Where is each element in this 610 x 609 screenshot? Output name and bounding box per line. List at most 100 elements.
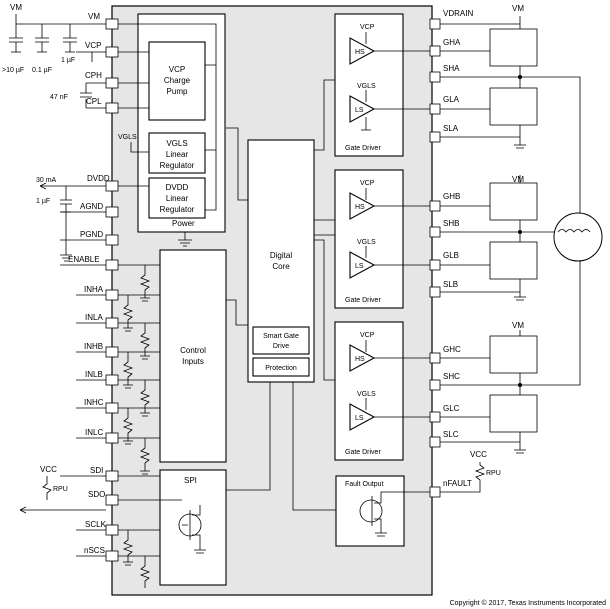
svg-text:SHB: SHB [443, 219, 459, 228]
svg-text:nSCS: nSCS [84, 546, 105, 555]
svg-text:Gate Driver: Gate Driver [345, 145, 381, 152]
svg-text:VM: VM [10, 3, 22, 12]
control-inputs-label-2: Inputs [182, 357, 204, 366]
svg-text:VCC: VCC [40, 465, 57, 474]
svg-text:VCP: VCP [85, 41, 101, 50]
protection-label: Protection [265, 365, 297, 372]
svg-text:>10 µF: >10 µF [2, 67, 24, 74]
svg-text:VCP: VCP [360, 24, 375, 31]
gate-driver-c: Gate Driver VCP VGLS HS LS [334, 321, 430, 461]
svg-text:VM: VM [512, 175, 524, 184]
svg-text:GHC: GHC [443, 345, 461, 354]
svg-text:GHA: GHA [443, 38, 461, 47]
charge-pump-block [148, 41, 206, 121]
fault-output-block [335, 475, 405, 547]
svg-text:SDI: SDI [90, 466, 103, 475]
dvdd-reg-label-3: Regulator [160, 205, 195, 214]
svg-text:INLB: INLB [85, 370, 103, 379]
vgls-reg-label-1: VGLS [166, 139, 187, 148]
svg-text:INLA: INLA [85, 313, 103, 322]
svg-text:30 mA: 30 mA [36, 177, 57, 184]
smart-gate-label-1: Smart Gate [263, 333, 299, 340]
svg-text:LS: LS [355, 263, 364, 270]
svg-text:LS: LS [355, 107, 364, 114]
svg-text:VCP: VCP [360, 332, 375, 339]
svg-text:GHB: GHB [443, 192, 460, 201]
protection-block [252, 357, 310, 377]
svg-text:SDO: SDO [88, 490, 105, 499]
spi-label: SPI [184, 476, 197, 485]
smart-gate-drive-block [252, 326, 310, 355]
vgls-reg-label-2: Linear [166, 150, 189, 159]
svg-text:SCLK: SCLK [85, 520, 107, 529]
svg-text:DVDD: DVDD [87, 174, 110, 183]
motor-symbol [553, 212, 603, 262]
svg-text:VDRAIN: VDRAIN [443, 9, 473, 18]
external-mosfets: VM VM VM [440, 4, 581, 454]
svg-text:SLC: SLC [443, 430, 459, 439]
digital-core-label-1: Digital [270, 251, 292, 260]
svg-text:PGND: PGND [80, 230, 103, 239]
control-inputs-label-1: Control [180, 346, 206, 355]
nfault-pullup: VCC RPU [440, 450, 501, 493]
charge-pump-label-3: Pump [167, 87, 188, 96]
svg-text:GLC: GLC [443, 404, 460, 413]
svg-text:AGND: AGND [80, 202, 103, 211]
svg-text:HS: HS [355, 49, 365, 56]
svg-text:nFAULT: nFAULT [443, 479, 472, 488]
dvdd-reg-label-2: Linear [166, 194, 189, 203]
vgls-reg-label-3: Regulator [160, 161, 195, 170]
svg-text:Gate Driver: Gate Driver [345, 297, 381, 304]
right-pins: VDRAIN GHA SHA GLA SLA GHB SHB GLB SLB G… [429, 9, 473, 498]
copyright-text: Copyright © 2017, Texas Instruments Inco… [450, 599, 606, 607]
digital-core-label-2: Core [272, 262, 290, 271]
svg-text:GLA: GLA [443, 95, 460, 104]
power-label: Power [172, 219, 195, 228]
spi-block [159, 469, 227, 586]
svg-text:INLC: INLC [85, 428, 103, 437]
svg-text:Gate Driver: Gate Driver [345, 449, 381, 456]
svg-text:HS: HS [355, 204, 365, 211]
smart-gate-label-2: Drive [273, 343, 289, 350]
svg-text:VM: VM [512, 4, 524, 13]
svg-text:GLB: GLB [443, 251, 459, 260]
svg-text:VGLS: VGLS [357, 391, 376, 398]
svg-text:VCP: VCP [360, 180, 375, 187]
svg-text:SLB: SLB [443, 280, 458, 289]
charge-pump-label-2: Charge [164, 76, 191, 85]
vgls-regulator-block [148, 132, 206, 174]
svg-text:SHA: SHA [443, 64, 460, 73]
svg-text:0.1 µF: 0.1 µF [32, 67, 52, 74]
fault-output-label: Fault Output [345, 481, 384, 488]
dvdd-reg-label-1: DVDD [166, 183, 189, 192]
svg-text:CPH: CPH [85, 71, 102, 80]
gate-driver-a: Gate Driver VCP VGLS HS LS [334, 13, 430, 157]
svg-text:VM: VM [512, 321, 524, 330]
svg-text:VGLS: VGLS [357, 83, 376, 90]
svg-text:HS: HS [355, 356, 365, 363]
svg-text:SLA: SLA [443, 124, 459, 133]
left-pins: VM VCP CPH CPL DVDD AGND PGND ENABLE INH… [68, 12, 119, 562]
vgls-internal-label: VGLS [118, 134, 137, 141]
charge-pump-label-1: VCP [169, 65, 185, 74]
svg-text:INHA: INHA [84, 285, 104, 294]
svg-text:VCC: VCC [470, 450, 487, 459]
svg-text:1 µF: 1 µF [61, 57, 75, 64]
svg-text:1 µF: 1 µF [36, 198, 50, 205]
svg-text:LS: LS [355, 415, 364, 422]
svg-text:VM: VM [88, 12, 100, 21]
svg-text:VGLS: VGLS [357, 239, 376, 246]
control-inputs-block [159, 249, 227, 463]
svg-text:INHB: INHB [84, 342, 103, 351]
svg-text:CPL: CPL [86, 97, 102, 106]
dvdd-regulator-block [148, 177, 206, 219]
gate-driver-b: Gate Driver VCP VGLS HS LS [334, 169, 430, 309]
external-left: VM >10 µF 0.1 µF 1 µF 47 nF 30 mA 1 µF V… [2, 3, 106, 514]
svg-text:47 nF: 47 nF [50, 94, 68, 101]
svg-text:ENABLE: ENABLE [68, 255, 100, 264]
svg-text:INHC: INHC [84, 398, 104, 407]
svg-text:RPU: RPU [486, 470, 501, 477]
svg-text:SHC: SHC [443, 372, 460, 381]
svg-text:RPU: RPU [53, 486, 68, 493]
